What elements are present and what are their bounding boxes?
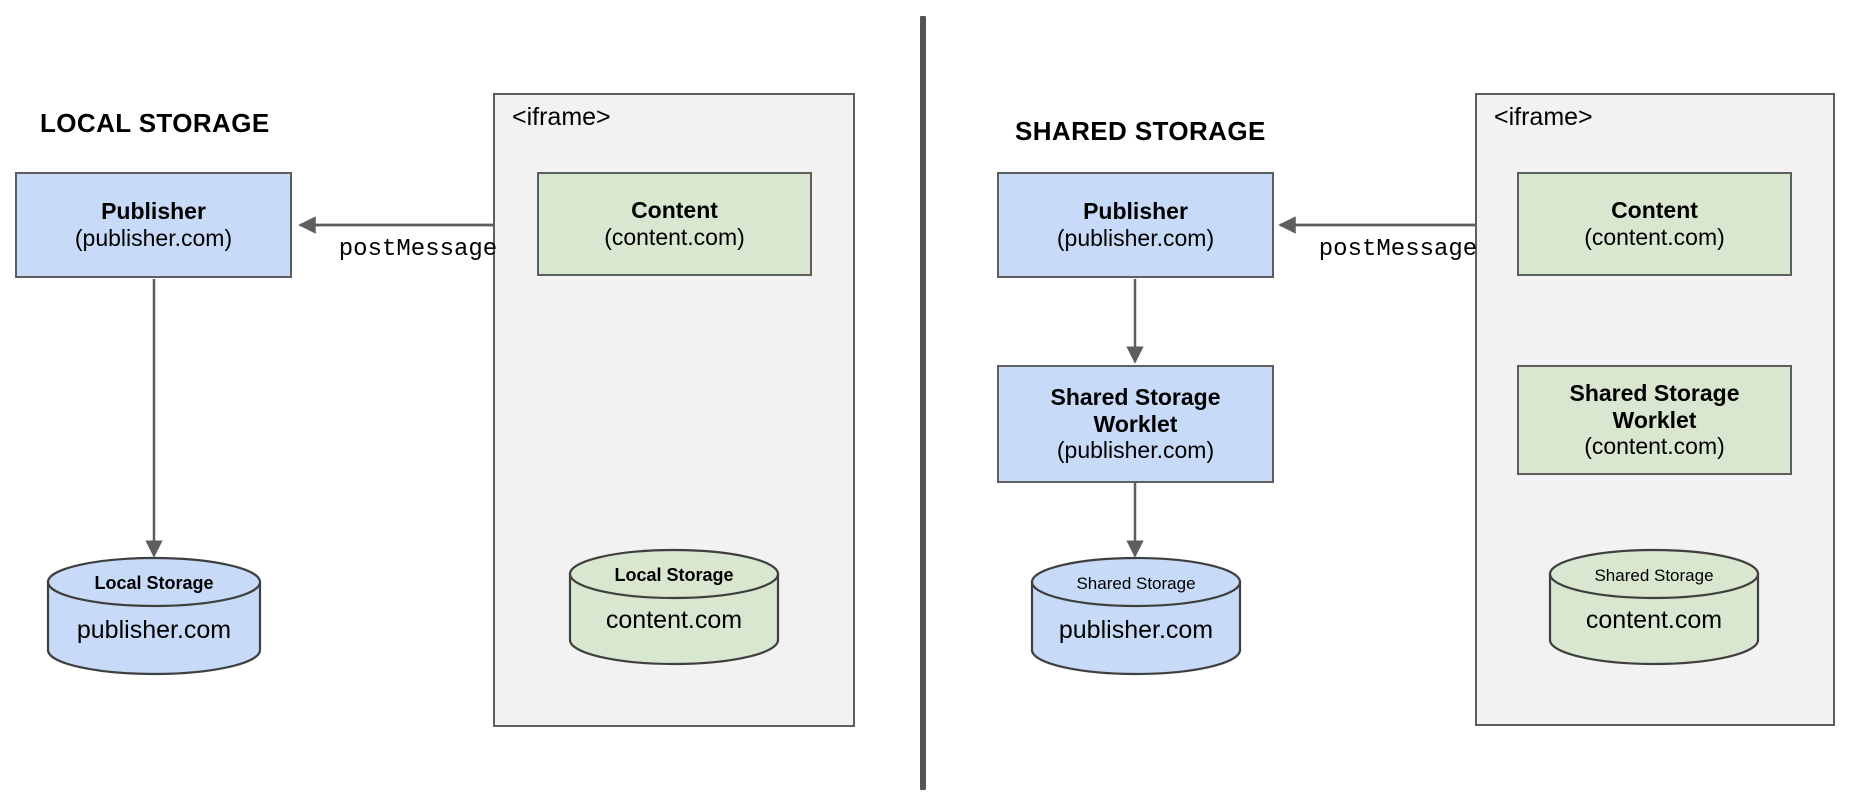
right-content-worklet-line1: Shared Storage [1569,379,1740,406]
left-content-storage-origin: content.com [605,606,743,634]
left-panel-title: LOCAL STORAGE [40,108,270,138]
left-content-storage-label: Local Storage [614,565,734,585]
left-publisher-storage-label: Local Storage [94,573,214,593]
right-content-worklet-line2: Worklet [1612,406,1697,433]
right-content-node[interactable]: Content (content.com) [1517,172,1792,276]
right-publisher-node[interactable]: Publisher (publisher.com) [997,172,1274,278]
right-iframe-label: <iframe> [1494,103,1593,131]
left-publisher-origin: (publisher.com) [74,225,233,251]
right-postmessage-label: postMessage [1318,236,1478,263]
right-panel-title: SHARED STORAGE [1015,116,1266,146]
right-content-worklet-node[interactable]: Shared Storage Worklet (content.com) [1517,365,1792,475]
right-publisher-storage-cylinder[interactable]: Shared Storage publisher.com [1030,556,1242,676]
right-content-storage-cylinder[interactable]: Shared Storage content.com [1548,548,1760,666]
left-iframe-label: <iframe> [512,103,611,131]
right-publisher-worklet-node[interactable]: Shared Storage Worklet (publisher.com) [997,365,1274,483]
right-content-storage-label: Shared Storage [1594,566,1714,585]
left-content-storage-cylinder[interactable]: Local Storage content.com [568,548,780,666]
right-publisher-storage-origin: publisher.com [1058,616,1214,644]
left-publisher-node[interactable]: Publisher (publisher.com) [15,172,292,278]
panel-divider [920,16,926,790]
right-content-storage-origin: content.com [1585,606,1723,634]
left-postmessage-label: postMessage [338,236,498,263]
left-content-node[interactable]: Content (content.com) [537,172,812,276]
right-content-origin: (content.com) [1584,224,1725,250]
right-content-worklet-origin: (content.com) [1584,433,1725,460]
right-publisher-worklet-line2: Worklet [1093,410,1178,437]
right-publisher-worklet-line1: Shared Storage [1050,383,1221,410]
left-content-name: Content [631,197,718,224]
left-publisher-storage-cylinder[interactable]: Local Storage publisher.com [46,556,262,676]
right-publisher-storage-label: Shared Storage [1076,574,1196,593]
left-publisher-storage-origin: publisher.com [76,616,232,644]
right-publisher-name: Publisher [1083,198,1188,225]
left-publisher-name: Publisher [101,198,206,225]
right-content-name: Content [1611,197,1698,224]
right-publisher-worklet-origin: (publisher.com) [1056,437,1215,464]
left-content-origin: (content.com) [604,224,745,250]
right-publisher-origin: (publisher.com) [1056,225,1215,251]
